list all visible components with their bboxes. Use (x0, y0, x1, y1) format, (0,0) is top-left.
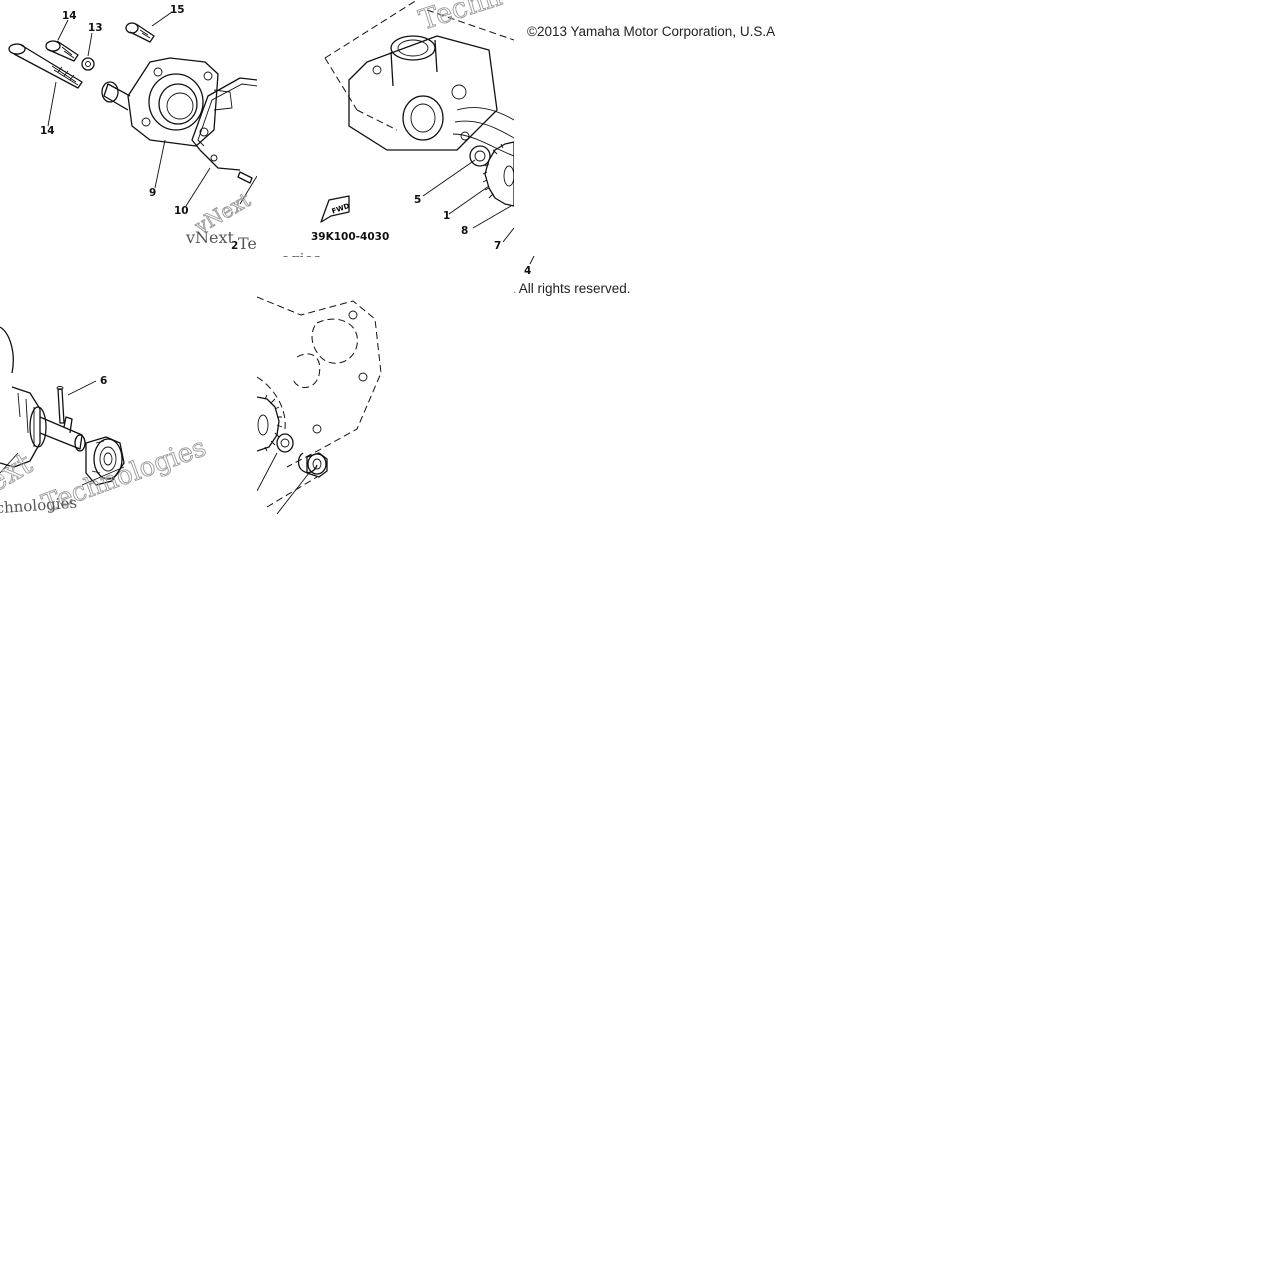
callout-9: 9 (149, 187, 156, 199)
callout-7: 7 (494, 240, 501, 252)
impeller-gear-1 (482, 141, 514, 207)
diagram-tile-bottom-left: 6 ext Technologies chnologies (0, 257, 257, 514)
callout-14: 14 (40, 125, 55, 137)
washer (276, 433, 294, 453)
watermark-chnologies: chnologies (0, 494, 78, 514)
callout-8: 8 (461, 225, 468, 237)
water-pump-cover-drawing: 14 13 15 14 9 10 2 vNext Tec vNext (8, 4, 257, 253)
collar (306, 452, 328, 478)
dowel-pin (237, 171, 253, 184)
gasket-10 (191, 77, 257, 171)
callout-13: 14 (62, 10, 77, 22)
callout-10: 10 (174, 205, 189, 217)
bolt-13 (45, 40, 79, 62)
bolt-14 (8, 43, 83, 89)
watermark-ogies: ogies (281, 250, 321, 257)
watermark-techn: Techn (415, 0, 506, 37)
diagram-tile-bottom-middle (257, 257, 514, 514)
callout-15: 15 (170, 4, 185, 16)
circlip (297, 452, 318, 474)
crankcase-drawing: FWD 39K100-4030 5 1 8 7 3 Techn ogies (281, 0, 514, 257)
fwd-arrow-icon: FWD (320, 195, 351, 223)
part-number: 39K100-4030 (311, 231, 389, 243)
impeller (0, 386, 47, 468)
callout-2: 2 (231, 240, 238, 252)
callout-6: 6 (100, 375, 107, 387)
diagram-tile-top-middle: FWD 39K100-4030 5 1 8 7 3 Techn ogies (257, 0, 514, 257)
bolt-15 (125, 22, 155, 43)
callout-12: 13 (88, 22, 103, 34)
callout-4-group: 4 (524, 255, 535, 277)
drive-gear (257, 394, 283, 452)
bearing (85, 436, 125, 486)
copyright-line-1: ©2013 Yamaha Motor Corporation, U.S.A (527, 24, 776, 39)
pin-6 (56, 386, 65, 424)
crankcase-housing (348, 35, 514, 157)
gear-and-collar-drawing (257, 296, 382, 514)
impeller-shaft (39, 416, 86, 452)
washer-12 (81, 57, 95, 71)
diagram-tile-top-left: 14 13 15 14 9 10 2 vNext Tec vNext (0, 0, 257, 257)
watermark-vnext: vNext (185, 228, 235, 247)
oil-seal-5 (469, 145, 491, 167)
callout-4: 4 (524, 265, 531, 277)
callout-1: 1 (443, 210, 450, 222)
pump-cover-9 (101, 57, 233, 147)
impeller-shaft-drawing: 6 ext Technologies chnologies (0, 326, 211, 514)
copyright-line-2: . All rights reserved. (512, 281, 631, 296)
watermark-tec: Tec (238, 234, 257, 253)
crankcase-cover-outline (257, 296, 382, 508)
watermark-ext: ext (0, 446, 38, 500)
callout-5: 5 (414, 194, 421, 206)
